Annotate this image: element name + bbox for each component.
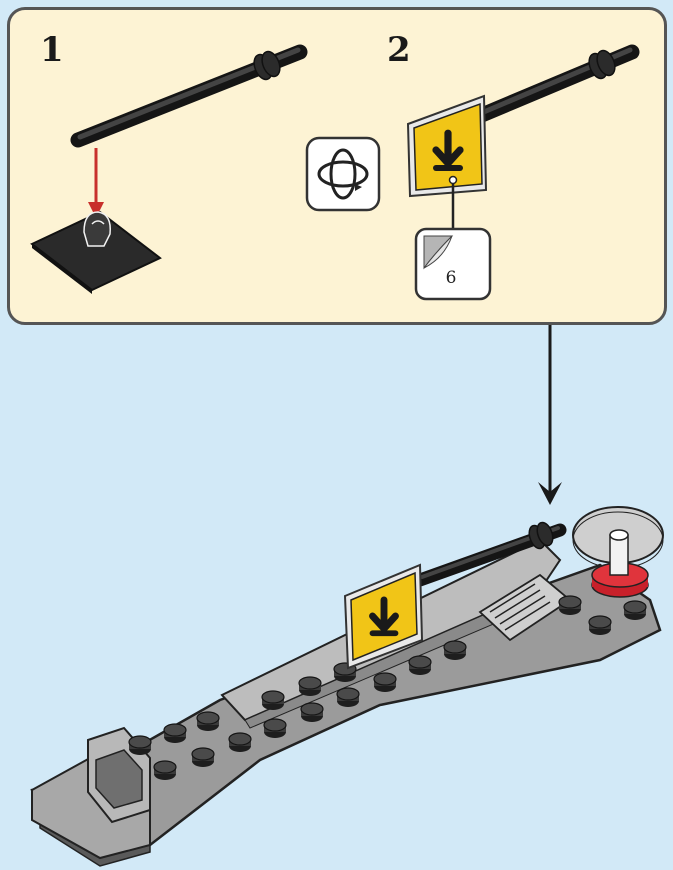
rotate-model-icon	[305, 136, 381, 212]
sticker-callout	[414, 175, 492, 301]
sticker-number: 6	[445, 268, 457, 288]
main-model	[30, 506, 664, 867]
step1-plate-with-clip	[30, 210, 162, 294]
attach-arrow	[538, 325, 562, 505]
step2-bar	[462, 44, 640, 128]
step-number-1: 1	[40, 30, 64, 70]
step-number-2: 2	[387, 30, 411, 70]
step2-sign	[406, 94, 488, 198]
placement-arrow	[88, 148, 104, 218]
step1-bar	[70, 44, 308, 148]
